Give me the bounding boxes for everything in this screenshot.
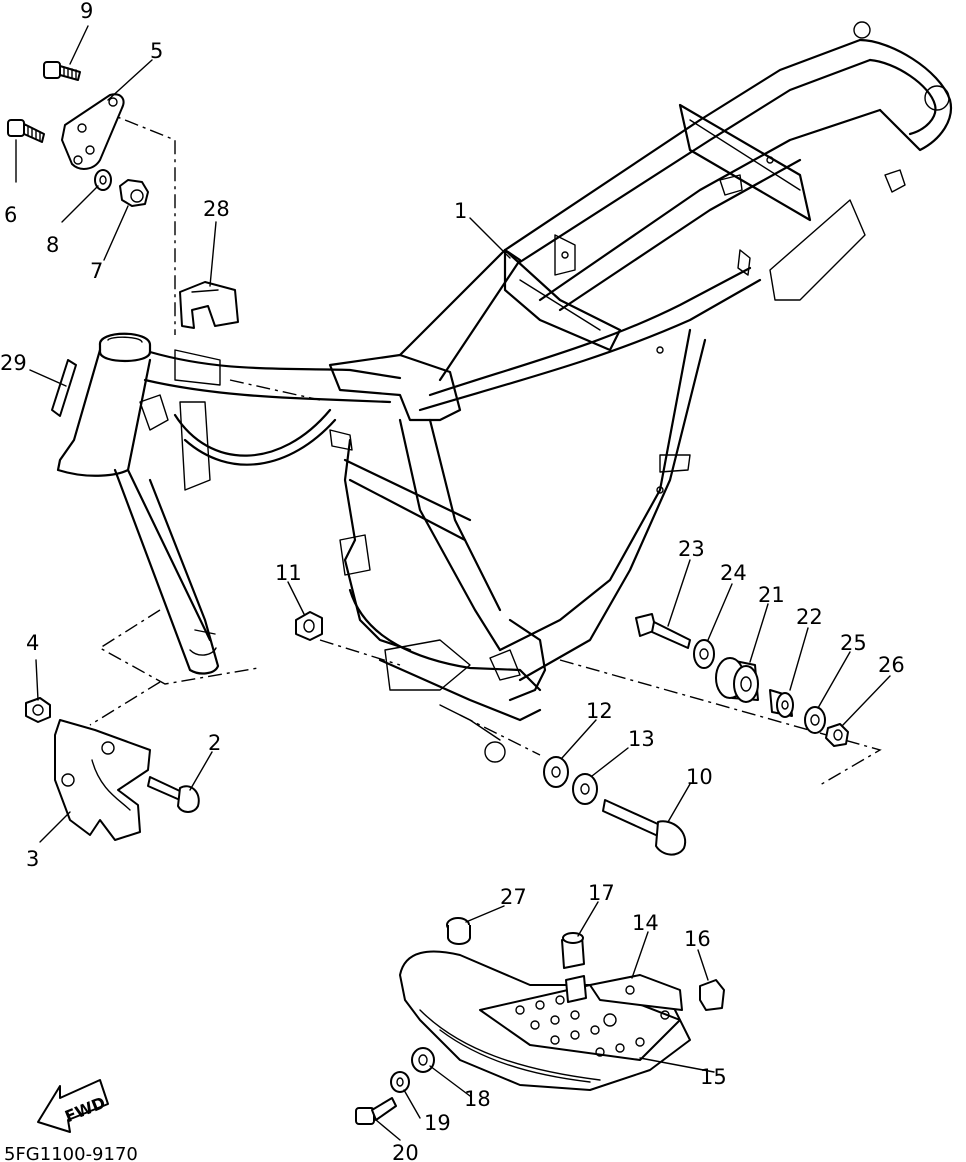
diagram-code: 5FG1100-9170	[4, 1144, 138, 1162]
callout-20: 20	[392, 1141, 419, 1162]
alignment-lines	[89, 109, 882, 786]
washer-19[interactable]	[390, 1071, 410, 1093]
callout-22: 22	[796, 605, 823, 629]
collar-27[interactable]	[446, 917, 471, 945]
callout-16: 16	[684, 927, 711, 951]
nut-11[interactable]	[295, 611, 323, 641]
callout-5: 5	[150, 39, 163, 63]
bracket-14[interactable]	[589, 974, 683, 1011]
callout-24: 24	[720, 561, 747, 585]
callout-28: 28	[203, 197, 230, 221]
bolt-10[interactable]	[602, 799, 687, 856]
callout-12: 12	[586, 699, 613, 723]
callout-18: 18	[464, 1087, 491, 1111]
callout-6: 6	[4, 203, 17, 227]
washer-13[interactable]	[572, 773, 598, 805]
washer-24[interactable]	[693, 639, 715, 669]
bracket-plate[interactable]	[61, 93, 125, 170]
nut-26[interactable]	[825, 723, 849, 747]
engine-bracket-3[interactable]	[54, 719, 151, 841]
callout-19: 19	[424, 1111, 451, 1135]
main-frame[interactable]	[56, 21, 953, 763]
cover-28[interactable]	[179, 281, 239, 329]
callout-25: 25	[840, 631, 867, 655]
collar-21[interactable]	[715, 657, 759, 703]
callouts: 9 5 6 8 7 28 29 1 4 2 3 11 12 13 10 23 2…	[0, 0, 905, 1162]
bolt-20[interactable]	[355, 1097, 397, 1125]
callout-15: 15	[700, 1065, 727, 1089]
washer-25[interactable]	[804, 706, 826, 734]
callout-14: 14	[632, 911, 659, 935]
callout-9: 9	[80, 0, 93, 23]
plate-29[interactable]	[51, 359, 77, 417]
callout-10: 10	[686, 765, 713, 789]
nut-4[interactable]	[25, 697, 51, 723]
leader-lines	[15, 25, 891, 1141]
callout-1: 1	[454, 199, 467, 223]
callout-13: 13	[628, 727, 655, 751]
bolt-2[interactable]	[147, 776, 200, 813]
callout-11: 11	[275, 561, 302, 585]
callout-17: 17	[588, 881, 615, 905]
guard-holes	[515, 995, 670, 1057]
callout-2: 2	[208, 731, 221, 755]
callout-26: 26	[878, 653, 905, 677]
clip-16[interactable]	[699, 979, 725, 1011]
bolt-23[interactable]	[635, 613, 691, 649]
callout-7: 7	[90, 259, 103, 283]
callout-8: 8	[46, 233, 59, 257]
washer-12[interactable]	[543, 756, 569, 788]
callout-3: 3	[26, 847, 39, 871]
under-guard-15[interactable]	[399, 950, 691, 1091]
damper-18[interactable]	[411, 1047, 435, 1073]
bolt-6[interactable]	[7, 119, 45, 143]
fwd-arrow-icon: FWD	[37, 1079, 109, 1133]
bolt-9[interactable]	[43, 61, 81, 81]
collar-22[interactable]	[769, 689, 794, 718]
callout-4: 4	[26, 631, 39, 655]
callout-23: 23	[678, 537, 705, 561]
nut-7[interactable]	[119, 179, 149, 207]
callout-21: 21	[758, 583, 785, 607]
callout-27: 27	[500, 885, 527, 909]
washer-8[interactable]	[94, 169, 112, 191]
callout-29: 29	[0, 351, 27, 375]
